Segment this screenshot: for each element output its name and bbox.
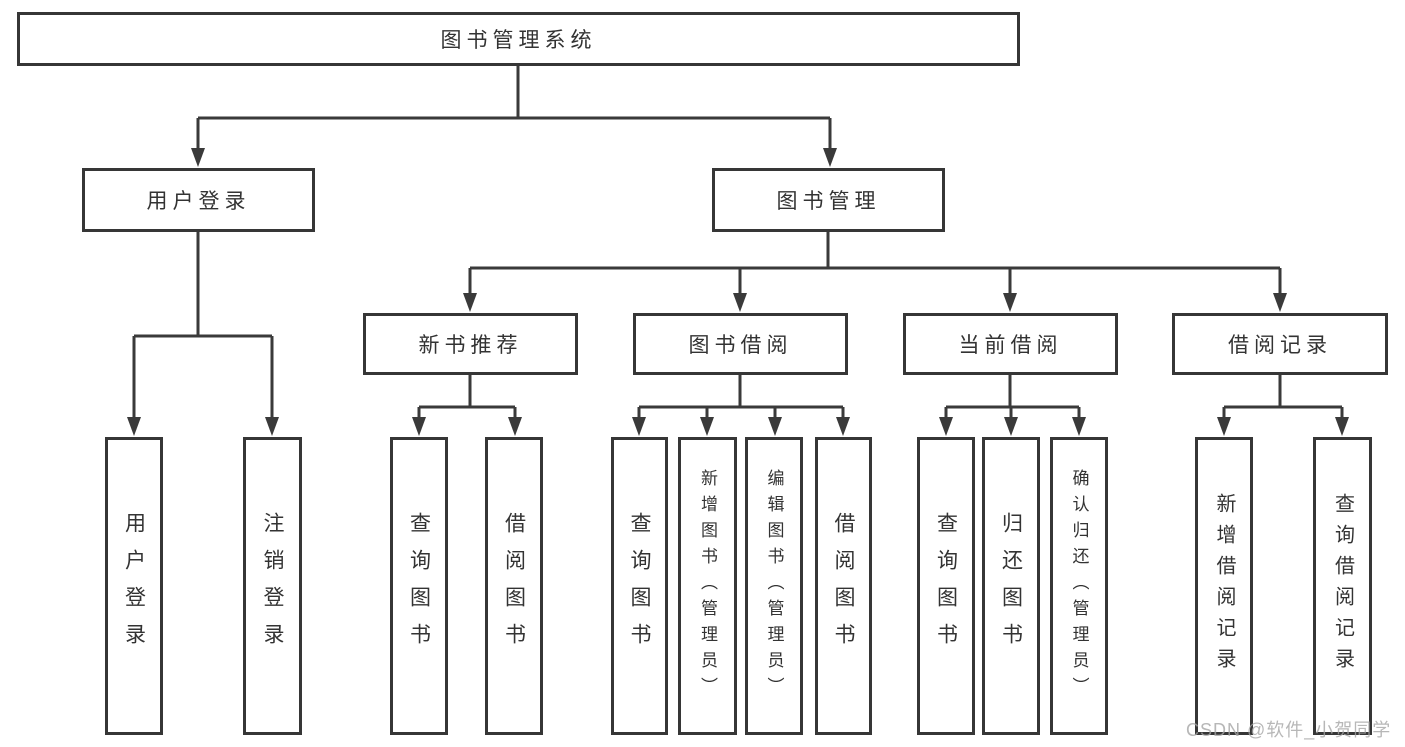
leaf-borrow-books: 借阅图书 bbox=[815, 437, 872, 735]
node-book-management: 图书管理 bbox=[712, 168, 945, 232]
arrow-down-icon bbox=[127, 417, 141, 436]
arrow-down-icon bbox=[1003, 293, 1017, 312]
leaf-current-query-books: 查询图书 bbox=[917, 437, 975, 735]
node-root-label: 图书管理系统 bbox=[440, 29, 597, 52]
arrow-down-icon bbox=[836, 417, 850, 436]
arrow-down-icon bbox=[1335, 417, 1349, 436]
leaf-logout-login-label: 注销登录 bbox=[261, 512, 284, 660]
node-user-login-module: 用户登录 bbox=[82, 168, 315, 232]
arrow-down-icon bbox=[1004, 417, 1018, 436]
leaf-recommend-query-books-label: 查询图书 bbox=[407, 512, 431, 660]
leaf-add-books-admin-label: 新增图书（管理员） bbox=[698, 469, 717, 703]
arrow-down-icon bbox=[823, 148, 837, 167]
arrow-down-icon bbox=[1072, 417, 1086, 436]
leaf-recommend-borrow-books-label: 借阅图书 bbox=[502, 512, 526, 660]
arrow-down-icon bbox=[412, 417, 426, 436]
node-borrow-records-label: 借阅记录 bbox=[1228, 334, 1332, 357]
leaf-recommend-borrow-books: 借阅图书 bbox=[485, 437, 543, 735]
node-book-borrow: 图书借阅 bbox=[633, 313, 848, 375]
node-book-borrow-label: 图书借阅 bbox=[688, 334, 793, 357]
arrow-down-icon bbox=[733, 293, 747, 312]
connector-userlogin-to-leaves bbox=[132, 232, 274, 420]
leaf-borrow-query-books-label: 查询图书 bbox=[628, 512, 651, 660]
node-new-book-recommend: 新书推荐 bbox=[363, 313, 578, 375]
node-borrow-records: 借阅记录 bbox=[1172, 313, 1388, 375]
csdn-watermark: CSDN @软件_小贺同学 bbox=[1186, 720, 1392, 740]
node-new-book-recommend-label: 新书推荐 bbox=[418, 334, 523, 357]
arrow-down-icon bbox=[191, 148, 205, 167]
connector-bookmgmt-to-level3 bbox=[468, 232, 1282, 296]
leaf-confirm-return-admin: 确认归还（管理员） bbox=[1050, 437, 1108, 735]
node-current-borrow-label: 当前借阅 bbox=[958, 334, 1063, 357]
leaf-return-books: 归还图书 bbox=[982, 437, 1040, 735]
arrow-down-icon bbox=[508, 417, 522, 436]
arrow-down-icon bbox=[1217, 417, 1231, 436]
arrow-down-icon bbox=[1273, 293, 1287, 312]
leaf-borrow-query-books: 查询图书 bbox=[611, 437, 668, 735]
connector-root-to-level2 bbox=[196, 66, 832, 151]
arrow-down-icon bbox=[939, 417, 953, 436]
connector-borrow-to-leaves bbox=[637, 375, 845, 420]
leaf-user-login-label: 用户登录 bbox=[122, 512, 146, 660]
arrow-down-icon bbox=[700, 417, 714, 436]
leaf-add-books-admin: 新增图书（管理员） bbox=[678, 437, 737, 735]
connector-recommend-to-leaves bbox=[417, 375, 517, 420]
arrow-down-icon bbox=[463, 293, 477, 312]
leaf-add-borrow-record: 新增借阅记录 bbox=[1195, 437, 1253, 735]
leaf-add-borrow-record-label: 新增借阅记录 bbox=[1213, 493, 1235, 679]
leaf-query-borrow-record-label: 查询借阅记录 bbox=[1331, 493, 1354, 679]
leaf-edit-books-admin: 编辑图书（管理员） bbox=[745, 437, 803, 735]
node-current-borrow: 当前借阅 bbox=[903, 313, 1118, 375]
leaf-return-books-label: 归还图书 bbox=[999, 512, 1023, 660]
arrowheads-layer bbox=[127, 148, 1349, 436]
node-book-management-label: 图书管理 bbox=[776, 190, 881, 213]
connector-current-to-leaves bbox=[944, 375, 1081, 420]
leaf-borrow-books-label: 借阅图书 bbox=[832, 512, 855, 660]
leaf-edit-books-admin-label: 编辑图书（管理员） bbox=[764, 469, 784, 703]
arrow-down-icon bbox=[265, 417, 279, 436]
arrow-down-icon bbox=[768, 417, 782, 436]
connector-records-to-leaves bbox=[1222, 375, 1344, 420]
node-user-login-module-label: 用户登录 bbox=[146, 190, 251, 213]
arrow-down-icon bbox=[632, 417, 646, 436]
leaf-recommend-query-books: 查询图书 bbox=[390, 437, 448, 735]
node-root: 图书管理系统 bbox=[17, 12, 1020, 66]
leaf-user-login: 用户登录 bbox=[105, 437, 163, 735]
leaf-current-query-books-label: 查询图书 bbox=[934, 512, 958, 660]
leaf-logout-login: 注销登录 bbox=[243, 437, 302, 735]
leaf-confirm-return-admin-label: 确认归还（管理员） bbox=[1069, 469, 1089, 703]
leaf-query-borrow-record: 查询借阅记录 bbox=[1313, 437, 1372, 735]
